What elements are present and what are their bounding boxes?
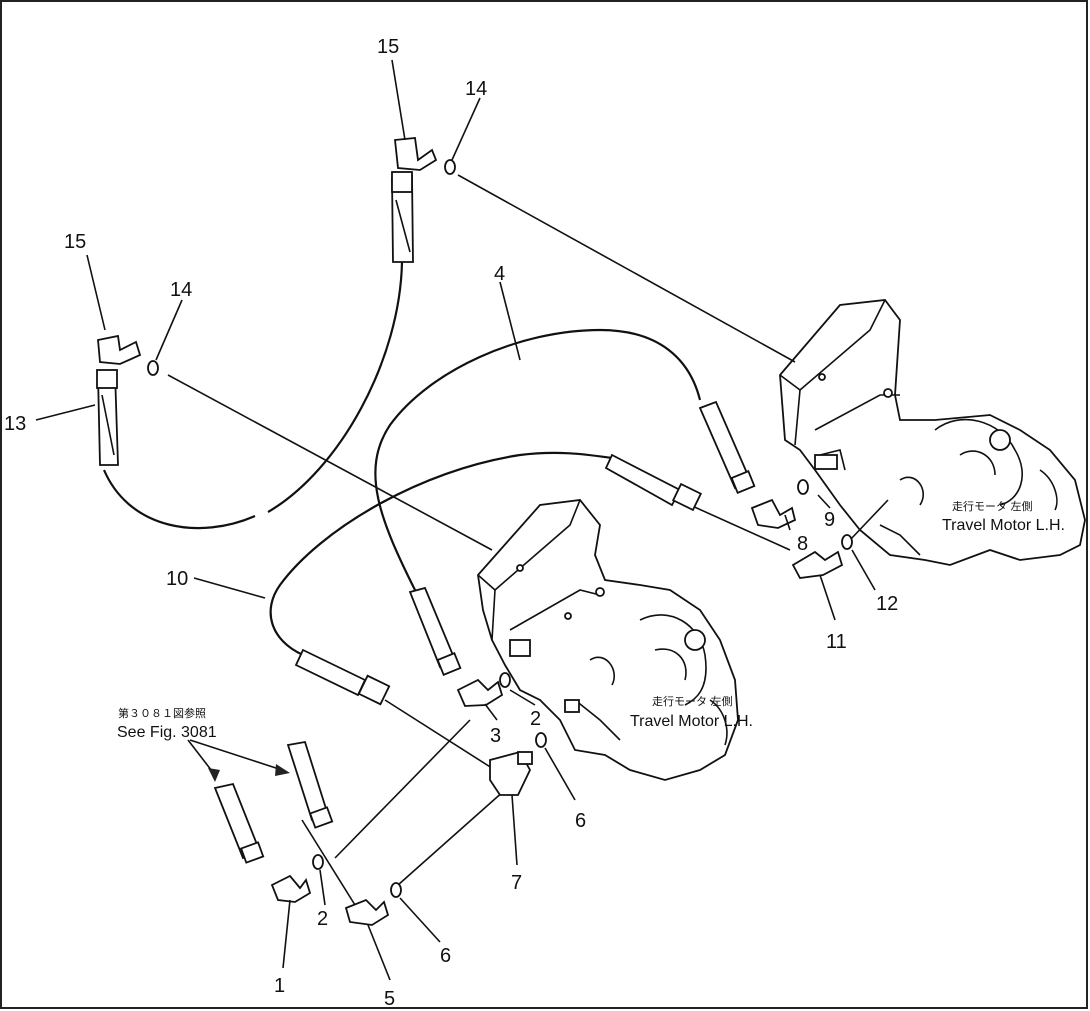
see-fig-arrows xyxy=(187,739,290,782)
callout-7: 7 xyxy=(511,872,522,894)
motor-lower-label-en: Travel Motor L.H. xyxy=(630,713,753,730)
small-parts xyxy=(97,137,853,926)
callout-8: 8 xyxy=(797,533,808,555)
travel-motor-lower xyxy=(477,499,739,781)
see-fig-label-jp: 第３０８１図参照 xyxy=(118,706,206,720)
callout-1: 1 xyxy=(274,975,285,997)
hose-fittings xyxy=(96,171,756,864)
callout-15-left: 15 xyxy=(64,231,86,253)
callout-14-top: 14 xyxy=(465,78,487,100)
callout-4: 4 xyxy=(494,263,505,285)
callout-12: 12 xyxy=(876,593,898,615)
callout-14-left: 14 xyxy=(170,279,192,301)
callout-13: 13 xyxy=(4,413,26,435)
callout-2-upper: 2 xyxy=(530,708,541,730)
callout-15-top: 15 xyxy=(377,36,399,58)
callout-10: 10 xyxy=(166,568,188,590)
callout-6-upper: 6 xyxy=(575,810,586,832)
hoses-and-leaders xyxy=(102,174,889,906)
callout-leaders xyxy=(35,59,876,981)
callout-6-lower: 6 xyxy=(440,945,451,967)
callout-11: 11 xyxy=(826,631,847,653)
motor-lower-label-jp: 走行モータ 左側 xyxy=(652,695,733,708)
callout-5: 5 xyxy=(384,988,395,1010)
motor-upper-label-jp: 走行モータ 左側 xyxy=(952,500,1033,513)
callout-2-lower: 2 xyxy=(317,908,328,930)
callout-3: 3 xyxy=(490,725,501,747)
motor-upper-label-en: Travel Motor L.H. xyxy=(942,517,1065,534)
travel-motor-upper xyxy=(779,299,1086,566)
callout-9: 9 xyxy=(824,509,835,531)
see-fig-label-en: See Fig. 3081 xyxy=(117,724,217,741)
